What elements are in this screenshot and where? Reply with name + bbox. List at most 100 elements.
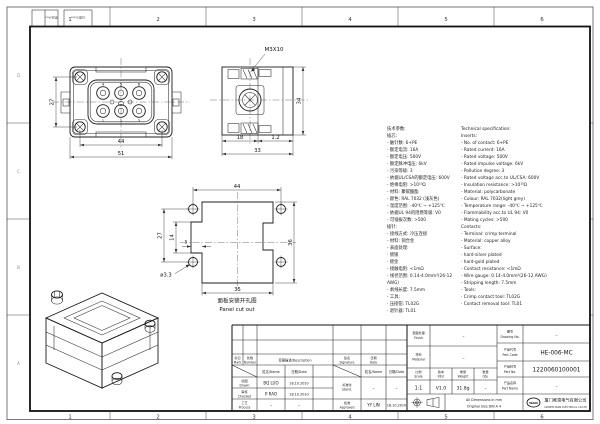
pin-number: 3	[138, 118, 141, 123]
col-number: 2	[156, 17, 159, 23]
svg-text:日期/Date: 日期/Date	[291, 369, 307, 374]
svg-text:V1.0: V1.0	[436, 386, 447, 392]
svg-text:18.10.2010: 18.10.2010	[289, 381, 308, 385]
svg-text:Mark: Mark	[234, 361, 242, 365]
wain-logo-icon	[526, 397, 541, 408]
svg-text:签名: 签名	[344, 355, 350, 360]
svg-text:–: –	[556, 333, 558, 338]
svg-text:绘图: 绘图	[241, 378, 247, 383]
svg-text:18.10.2010: 18.10.2010	[387, 403, 406, 407]
thread-label: M3X10	[264, 47, 284, 53]
spec-text-en: Technical specification: Inserts: - No. …	[461, 127, 547, 307]
svg-text:Part Name: Part Name	[502, 387, 518, 391]
cutout-caption-zh: 面板安装开孔图	[217, 297, 257, 305]
front-view: 4 5 6 1 2 3 27 44 51	[50, 58, 190, 159]
spec-text-zh: 技术参数: 插芯: - 触针数: 6+PE - 额定电流: 16A - 额定电压…	[387, 127, 453, 314]
svg-text:处数: 处数	[247, 355, 253, 360]
svg-text:27: 27	[50, 99, 56, 106]
svg-text:姓名/Name: 姓名/Name	[365, 369, 382, 374]
side-view: M3X10 34 18 1.2 33	[210, 47, 308, 156]
svg-text:Stand.: Stand.	[342, 387, 352, 391]
scale-cell: 比例 Scale 1:1	[414, 369, 422, 392]
svg-text:Qty.: Qty.	[482, 375, 488, 379]
svg-text:31.8g: 31.8g	[456, 386, 469, 392]
svg-text:–: –	[556, 384, 558, 389]
corner-stamp-label: 日期/Date	[71, 16, 85, 21]
qty-cell: 数量 Qty. –	[482, 369, 488, 391]
row-letter: C	[17, 169, 20, 174]
pin-number: 1	[102, 118, 105, 123]
svg-text:表面处理: 表面处理	[412, 330, 424, 335]
dim-side-b: 1.2	[258, 135, 294, 144]
svg-text:–: –	[463, 356, 465, 361]
part-name-cell: 产品名称 Part Name –	[502, 380, 558, 391]
svg-text:Approved: Approved	[340, 405, 355, 409]
svg-text:P RAO: P RAO	[265, 392, 277, 397]
dim-front-height: 27	[50, 76, 77, 128]
col-number: 1	[68, 415, 71, 421]
dim-cutout-width-b: 35	[201, 283, 274, 296]
company-name-zh: 厦门唯恩电气有限公司	[545, 397, 587, 404]
row-letter: D	[17, 73, 20, 78]
dim-side-total: 33	[221, 143, 294, 156]
svg-text:比例: 比例	[415, 369, 421, 374]
svg-text:35: 35	[234, 287, 241, 293]
cutout-caption-en: Panel cut out	[219, 307, 254, 313]
pin-number: 4	[102, 82, 105, 87]
fixing-screw	[238, 88, 262, 112]
guide-flange-left	[60, 91, 70, 114]
rev-cell: 版本 REV. V1.0	[436, 369, 447, 392]
process-approved-row: 工艺 Process – – 批准 Approved YY LIN 18.10.…	[239, 400, 407, 409]
frame-ticks-sides	[7, 122, 593, 316]
svg-text:Signature: Signature	[340, 361, 355, 365]
svg-text:–: –	[270, 403, 272, 408]
dim-cutout-tab-height: 14	[170, 221, 191, 254]
company-block: WAIN 厦门唯恩电气有限公司 XIAMEN WAIN ELECTRICAL C…	[526, 397, 587, 409]
pin-number: 2	[120, 118, 123, 123]
svg-text:标记: 标记	[234, 355, 240, 360]
col-number: 6	[540, 415, 544, 421]
svg-text:Process: Process	[239, 405, 251, 409]
isometric-view	[44, 290, 160, 389]
svg-text:34: 34	[297, 97, 303, 104]
svg-text:5: 5	[185, 240, 188, 246]
mounting-holes	[186, 202, 288, 269]
col-number: 6	[540, 17, 544, 23]
corner-stamp-label: 更改/Rev	[45, 16, 58, 21]
col-number: 1	[68, 17, 71, 23]
frame-ticks-bottom	[109, 411, 495, 420]
frame-ticks-top	[109, 7, 495, 27]
dim-cutout-holes-v: 27	[158, 208, 188, 263]
col-number: 4	[348, 17, 352, 23]
svg-text:27: 27	[158, 232, 164, 239]
dim-side-height: 34	[293, 66, 306, 136]
svg-text:数量: 数量	[482, 369, 488, 374]
svg-text:–: –	[463, 334, 465, 339]
svg-text:工艺: 工艺	[241, 400, 247, 405]
dim-side-a: 18	[221, 135, 259, 144]
part-code-cell: 产品代号 Part Code HE-006-MC	[502, 347, 572, 358]
finish-cell: 表面处理 Finish –	[412, 330, 464, 340]
svg-text:变更描述/Description: 变更描述/Description	[278, 358, 311, 363]
svg-text:Original Size DIN A 4: Original Size DIN A 4	[467, 405, 501, 409]
col-number: 3	[252, 415, 255, 421]
part-no-cell: 产品料号 Part No. 1220060100001	[504, 364, 581, 375]
svg-text:All Dimensions in mm: All Dimensions in mm	[466, 398, 502, 402]
stand-row: 标准化 Stand. – –	[342, 382, 397, 391]
svg-text:审核: 审核	[241, 389, 247, 394]
material-cell: 材料 Material –	[412, 352, 464, 362]
svg-text:YY LIN: YY LIN	[366, 403, 380, 408]
dim-front-inner: 44	[79, 130, 163, 147]
svg-text:–: –	[485, 386, 487, 391]
svg-text:Part Code: Part Code	[502, 353, 517, 357]
svg-text:REV.: REV.	[438, 375, 445, 379]
svg-text:1220060100001: 1220060100001	[533, 368, 581, 374]
dim-front-outer: 51	[69, 137, 173, 159]
svg-text:HE-006-MC: HE-006-MC	[540, 351, 572, 357]
dim-cutout-height: 36	[275, 201, 297, 284]
hole-diameter-callout: ø3.3	[160, 264, 190, 279]
title-block: 标记 Mark 处数 Number 变更描述/Description 签名 Si…	[231, 324, 590, 411]
svg-text:图号: 图号	[507, 329, 513, 334]
drawing-no-cell: 图号 Drawing No. –	[501, 329, 558, 340]
